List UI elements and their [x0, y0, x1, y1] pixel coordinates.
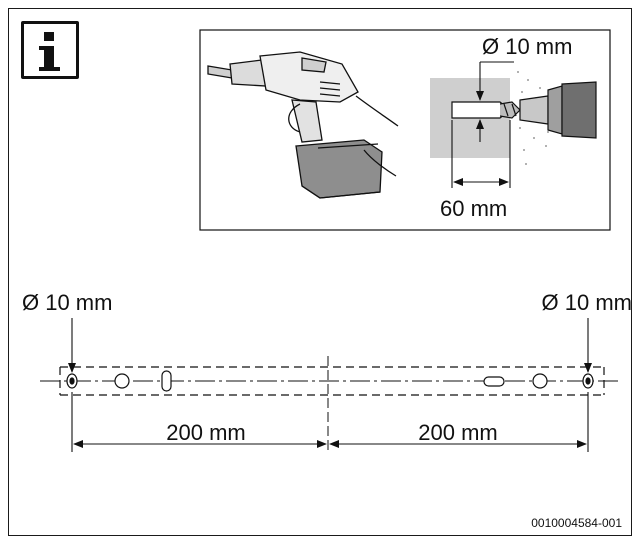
diameter-dimension: [476, 61, 514, 142]
rail-hole: [114, 373, 130, 389]
hole-diameter-label: Ø 10 mm: [482, 34, 572, 59]
document-code: 0010004584-001: [531, 516, 622, 530]
info-i-glyph: [39, 32, 60, 71]
drill-panel: Ø 10 mm 60 mm: [199, 29, 611, 231]
right-spacing-label: 200 mm: [418, 420, 497, 445]
left-hole-diameter-label: Ø 10 mm: [22, 290, 112, 315]
drill-icon: [207, 51, 399, 199]
spacing-dimension: [71, 392, 589, 452]
depth-dimension: [451, 120, 511, 188]
left-spacing-label: 200 mm: [166, 420, 245, 445]
rail-hole: [532, 373, 548, 389]
rail-slot: [161, 370, 172, 392]
drill-bit-icon: [451, 81, 597, 139]
right-hole-diameter-label: Ø 10 mm: [542, 290, 632, 315]
info-icon: [21, 21, 79, 79]
drill-depth-label: 60 mm: [440, 196, 507, 221]
rail-slot: [483, 376, 505, 387]
mounting-rail: [40, 318, 620, 452]
